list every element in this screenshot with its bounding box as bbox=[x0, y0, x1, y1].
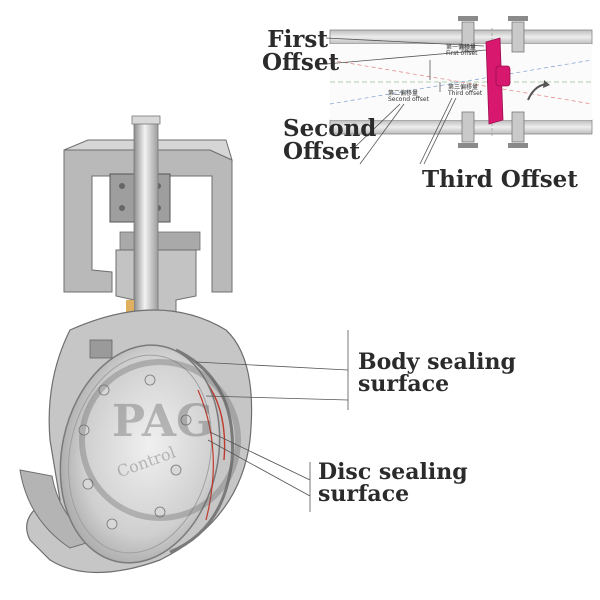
offset-inset bbox=[329, 16, 593, 148]
valve-disc bbox=[59, 344, 221, 564]
inset-leaders bbox=[325, 37, 487, 165]
second-offset-line1: Second bbox=[283, 115, 377, 142]
inset-third-offset-cn: 第三偏移量 bbox=[448, 84, 479, 91]
disc-bolt-holes bbox=[78, 374, 192, 530]
inset-first-offset-en: First offset bbox=[446, 50, 478, 57]
first-offset-line1: First bbox=[267, 26, 328, 53]
disc-sealing-surface-label: Disc sealing surface bbox=[318, 461, 468, 505]
body-sealing-line1: Body sealing bbox=[358, 349, 516, 375]
first-offset-line2: Offset bbox=[262, 49, 340, 76]
inset-second-offset-en: Second offset bbox=[388, 96, 429, 103]
disc-sealing-line1: Disc sealing bbox=[318, 459, 468, 485]
third-offset-label: Third Offset bbox=[422, 166, 578, 193]
butterfly-valve-cutaway bbox=[19, 115, 253, 573]
inset-disc bbox=[485, 37, 504, 125]
inset-first-offset-cn: 第一偏移量 bbox=[446, 44, 477, 51]
disc-sealing-surface bbox=[197, 389, 214, 521]
inset-second-offset-cn: 第二偏移量 bbox=[388, 90, 419, 97]
second-offset-line2: Offset bbox=[283, 138, 361, 165]
second-offset-label: Second Offset bbox=[283, 117, 376, 163]
inset-third-offset-en: Third offset bbox=[448, 90, 483, 97]
inset-bolts bbox=[458, 16, 528, 148]
first-offset-label: First Offset bbox=[262, 26, 340, 76]
body-sealing-line2: surface bbox=[358, 371, 450, 397]
body-sealing-surface-label: Body sealing surface bbox=[358, 351, 516, 395]
disc-sealing-line2: surface bbox=[318, 481, 410, 507]
svg-text:PAG: PAG bbox=[112, 396, 214, 447]
main-leaders bbox=[195, 330, 349, 512]
inset-flanges bbox=[461, 21, 525, 143]
